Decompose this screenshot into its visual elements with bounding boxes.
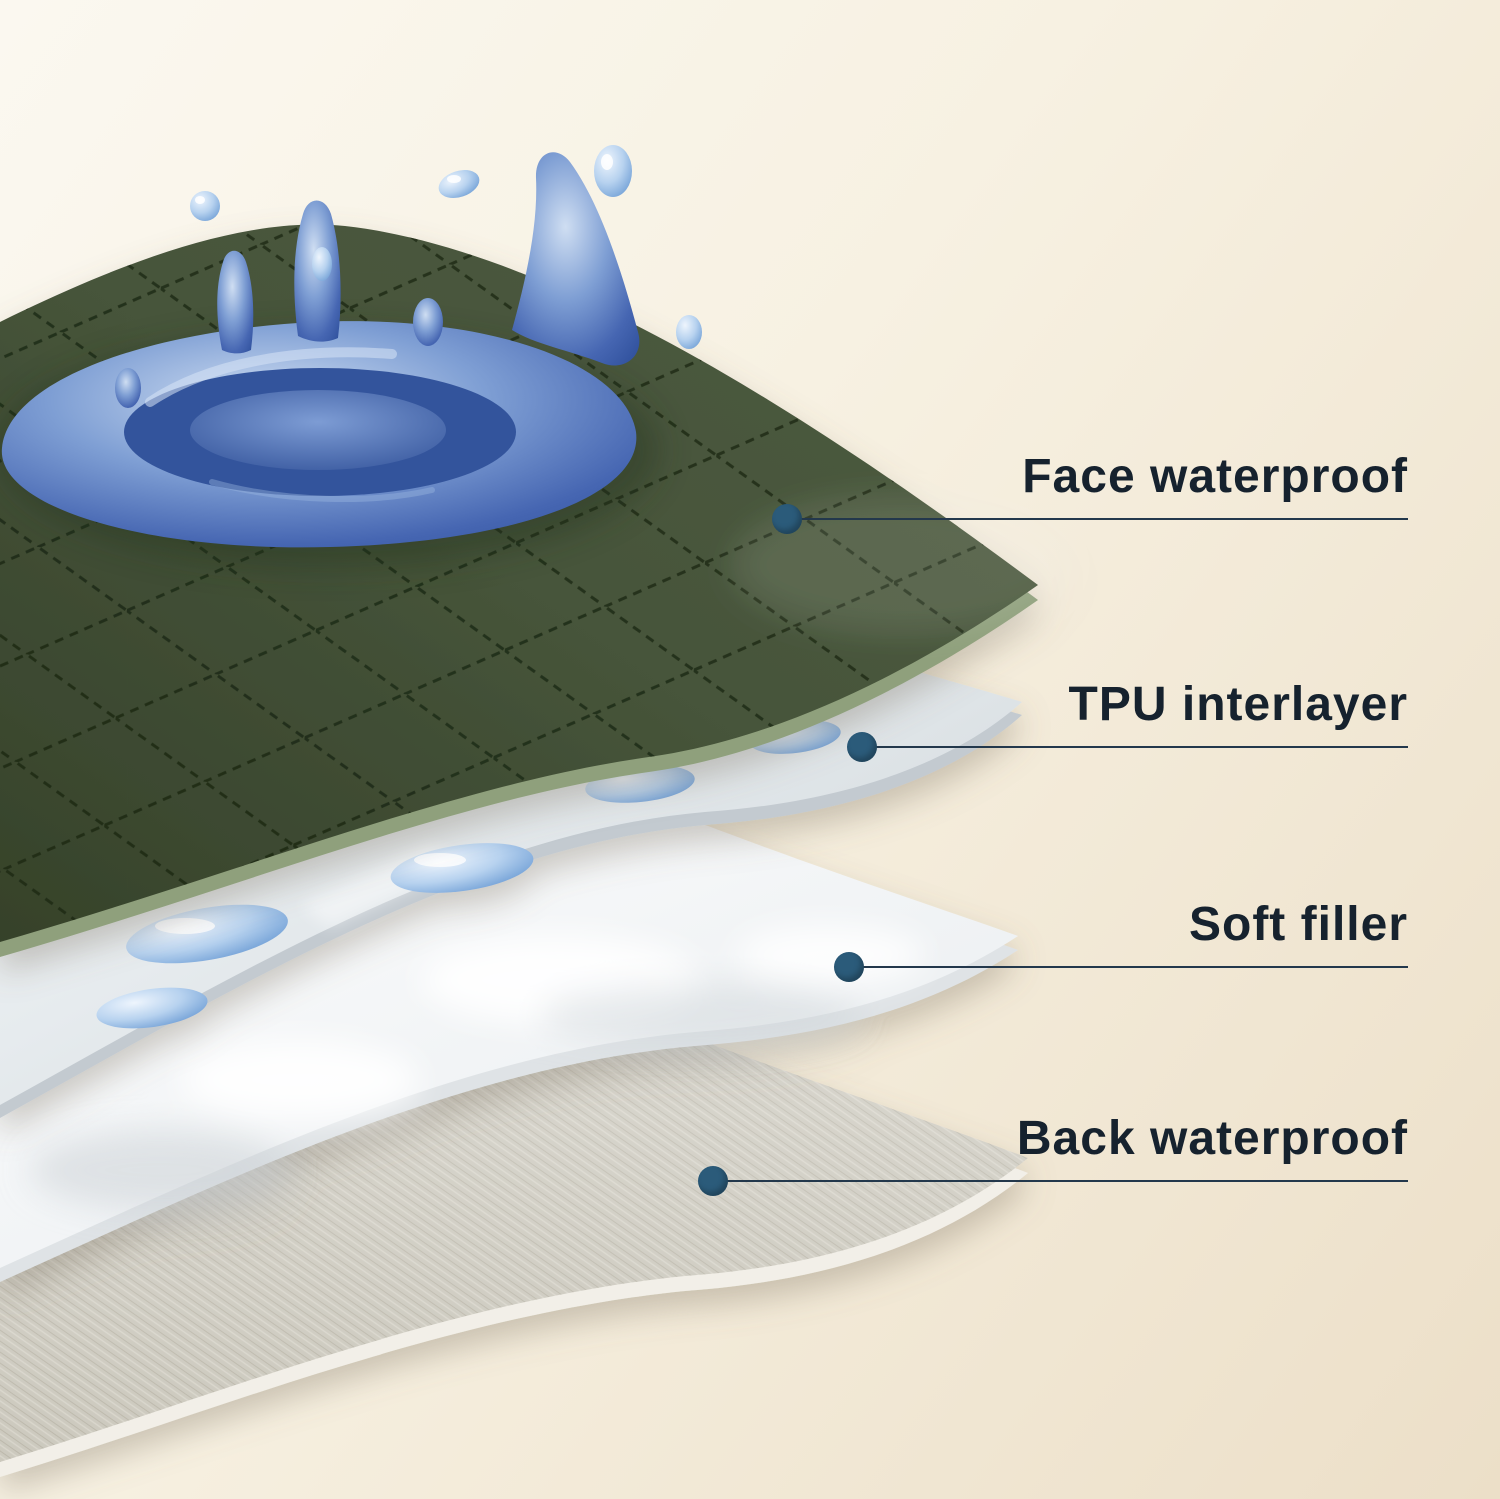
splash-crown-spikes xyxy=(115,152,640,408)
callout-face-waterproof: Face waterproof xyxy=(772,432,1408,534)
splash-highlight-arc xyxy=(145,347,397,407)
back-waterproof-dot xyxy=(698,1166,728,1196)
callout-tpu-interlayer-line xyxy=(847,732,1408,762)
face-sheen xyxy=(730,495,1070,635)
callout-soft-filler-line xyxy=(834,952,1408,982)
callout-back-waterproof-line xyxy=(698,1166,1408,1196)
tpu-interlayer-dot xyxy=(847,732,877,762)
soft-filler-dot xyxy=(834,952,864,982)
splash-droplets xyxy=(190,145,702,349)
callout-back-waterproof: Back waterproof xyxy=(698,1094,1408,1196)
callout-face-waterproof-label: Face waterproof xyxy=(1022,450,1408,503)
splash-highlight-arc-2 xyxy=(209,479,435,502)
water-splash xyxy=(0,145,702,568)
filler-fluff-texture xyxy=(30,925,925,1210)
callout-back-waterproof-label: Back waterproof xyxy=(1016,1112,1408,1165)
face-waterproof-dot xyxy=(772,504,802,534)
callout-soft-filler: Soft filler xyxy=(834,880,1408,982)
callout-tpu-interlayer: TPU interlayer xyxy=(847,660,1408,762)
callout-face-waterproof-line xyxy=(772,504,1408,534)
splash-pool-core xyxy=(190,390,446,470)
callout-soft-filler-label: Soft filler xyxy=(1188,898,1408,951)
callout-tpu-interlayer-label: TPU interlayer xyxy=(1068,678,1408,731)
